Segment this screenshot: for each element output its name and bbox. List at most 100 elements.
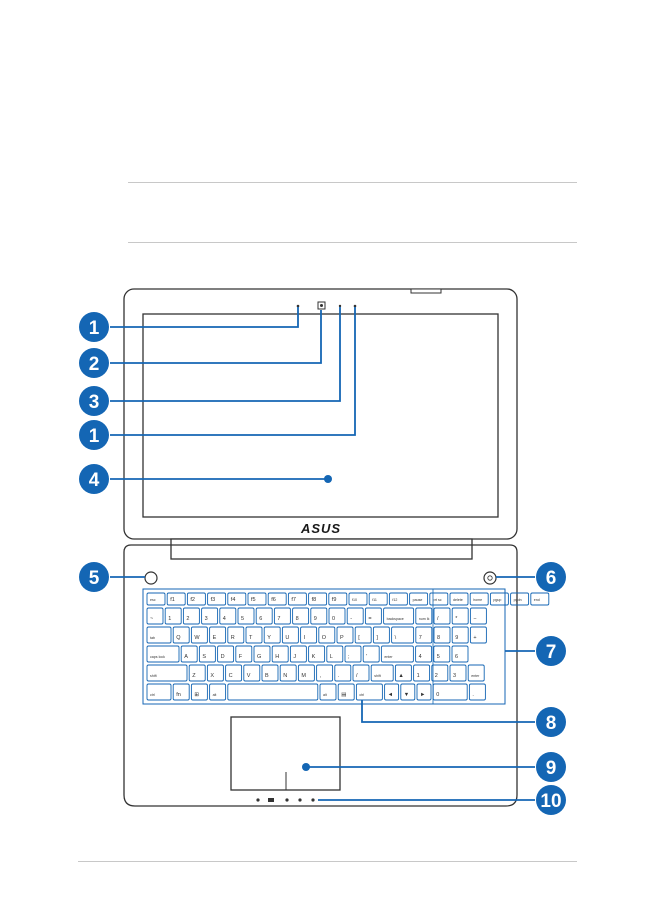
callout-badge xyxy=(536,562,566,592)
key-label: 0 xyxy=(332,616,335,622)
key: K xyxy=(308,645,326,663)
key-label: N xyxy=(283,673,287,679)
numpad-outline xyxy=(432,588,506,705)
key-label: ctrl xyxy=(150,693,155,697)
callout-number: 1 xyxy=(89,426,100,447)
key: alt xyxy=(319,683,337,701)
key: X xyxy=(206,664,224,682)
key: . xyxy=(468,683,486,701)
key-label: L xyxy=(330,654,333,660)
key-label: ] xyxy=(376,635,378,641)
key-label: shift xyxy=(150,674,157,678)
key-label: ▼ xyxy=(404,692,409,698)
wireless-indicator xyxy=(298,798,302,802)
callout-11: 10 xyxy=(318,785,566,815)
callout-number: 8 xyxy=(546,713,557,734)
key-label: 3 xyxy=(453,673,456,679)
key: / xyxy=(352,664,370,682)
key-label: * xyxy=(455,616,458,622)
callout-10: 9 xyxy=(302,752,566,782)
key-label: ◄ xyxy=(388,692,393,698)
key: ► xyxy=(416,683,432,701)
key-label: I xyxy=(304,635,306,641)
key-label: f5 xyxy=(251,597,256,603)
key-label: 6 xyxy=(259,616,262,622)
bottom-rule xyxy=(128,242,577,243)
key: H xyxy=(271,645,289,663)
key: 7 xyxy=(415,626,433,644)
key: / xyxy=(433,607,451,625)
laptop-base xyxy=(123,544,518,807)
key-label: R xyxy=(231,635,235,641)
callout-number: 2 xyxy=(89,354,100,375)
key: \ xyxy=(391,626,415,644)
key-label: O xyxy=(322,635,327,641)
key-label: esc xyxy=(150,598,156,602)
key: f2 xyxy=(186,592,206,606)
key: ▼ xyxy=(400,683,416,701)
key-label: M xyxy=(301,673,306,679)
key: 3 xyxy=(449,664,467,682)
key-label: = xyxy=(368,616,371,622)
key-label: end xyxy=(534,598,540,602)
key: enter xyxy=(380,645,414,663)
key: A xyxy=(180,645,198,663)
key-label: f7 xyxy=(291,597,296,603)
key-label: . xyxy=(472,692,474,698)
microphone-right xyxy=(353,304,357,308)
key-label: backspace xyxy=(387,617,404,621)
status-indicators xyxy=(256,798,315,802)
key-label: U xyxy=(285,635,289,641)
key-label: num lk xyxy=(419,617,430,621)
key: V xyxy=(243,664,261,682)
callout-leader-line xyxy=(110,307,299,328)
key: ctrl xyxy=(146,683,172,701)
key: + xyxy=(469,626,487,644)
key: 4 xyxy=(219,607,237,625)
key: 8 xyxy=(292,607,310,625)
key-label: ► xyxy=(420,692,425,698)
callout-leader-line xyxy=(110,310,322,364)
callout-leader-line xyxy=(110,307,356,436)
key: home xyxy=(469,592,489,606)
key-label: . xyxy=(338,673,340,679)
key-label: tab xyxy=(150,636,155,640)
power-indicator xyxy=(256,798,260,802)
key: f7 xyxy=(287,592,307,606)
key: esc xyxy=(146,592,166,606)
key-label: 2 xyxy=(186,616,189,622)
key: Z xyxy=(188,664,206,682)
key: shift xyxy=(146,664,188,682)
key-label: 8 xyxy=(437,635,440,641)
key: T xyxy=(245,626,263,644)
webcam-lens xyxy=(320,304,323,307)
key: ~ xyxy=(146,607,164,625)
key: 7 xyxy=(273,607,291,625)
key-label: ctrl xyxy=(359,693,364,697)
key-label: f8 xyxy=(312,597,317,603)
callout-target-dot xyxy=(324,475,332,483)
key-label: caps lock xyxy=(150,655,165,659)
lid-top-tab xyxy=(410,288,442,294)
key-label: ▲ xyxy=(398,673,403,679)
key: ⊞ xyxy=(190,683,208,701)
key-label: 0 xyxy=(436,692,439,698)
key: U xyxy=(281,626,299,644)
key-label: enter xyxy=(471,674,480,678)
key: S xyxy=(198,645,216,663)
key-label: 2 xyxy=(435,673,438,679)
callout-badge xyxy=(536,752,566,782)
key: . xyxy=(334,664,352,682)
callout-badge xyxy=(79,348,109,378)
key: Y xyxy=(263,626,281,644)
key: E xyxy=(209,626,227,644)
webcam xyxy=(317,301,326,310)
key-label: 8 xyxy=(296,616,299,622)
key-label: D xyxy=(221,654,225,660)
key-label: alt xyxy=(323,693,327,697)
key-label: prt sc xyxy=(433,598,442,602)
key-label: J xyxy=(293,654,296,660)
key: ; xyxy=(344,645,362,663)
callout-leader-line xyxy=(110,307,341,402)
